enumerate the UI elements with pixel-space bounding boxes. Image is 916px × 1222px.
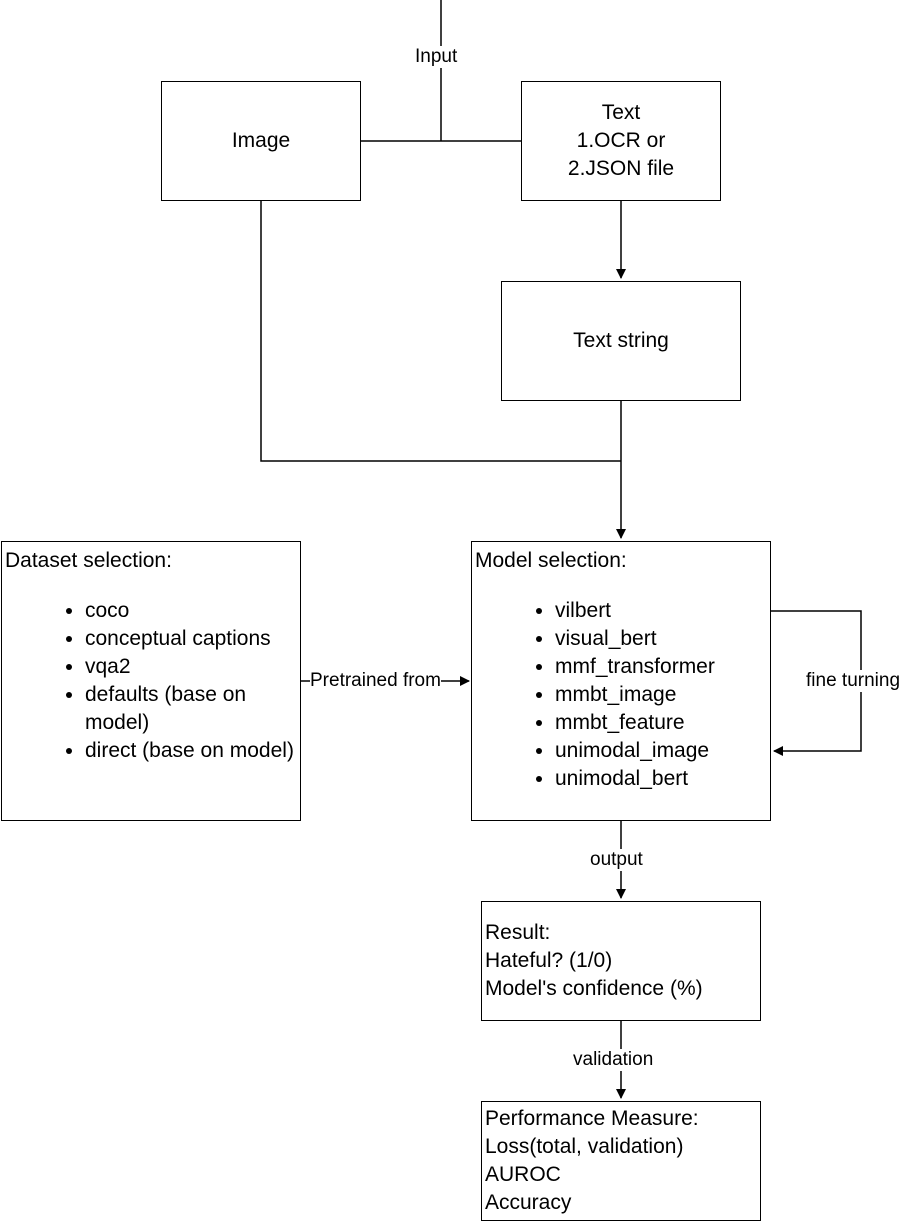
- performance-line: Performance Measure:: [485, 1107, 699, 1130]
- edge-image-to-model: [260, 201, 621, 462]
- dataset-item: conceptual captions: [85, 625, 300, 653]
- dataset-selection-node: Dataset selection: coco conceptual capti…: [1, 541, 301, 821]
- model-item: unimodal_image: [555, 737, 770, 765]
- pretrained-from-label: Pretrained from: [310, 670, 441, 692]
- model-item: mmf_transformer: [555, 653, 770, 681]
- result-node: Result: Hateful? (1/0) Model's confidenc…: [481, 901, 761, 1021]
- image-node-label: Image: [231, 129, 291, 152]
- performance-line: Accuracy: [485, 1191, 572, 1214]
- fine-tuning-label: fine turning: [806, 670, 901, 692]
- model-item: visual_bert: [555, 625, 770, 653]
- model-list: vilbert visual_bert mmf_transformer mmbt…: [475, 597, 770, 793]
- dataset-item: coco: [85, 597, 300, 625]
- validation-label: validation: [573, 1049, 654, 1071]
- model-selection-title: Model selection:: [475, 549, 627, 572]
- text-node-line: Text: [601, 101, 641, 124]
- text-node-line: 2.JSON file: [567, 157, 675, 180]
- model-item: mmbt_feature: [555, 709, 770, 737]
- dataset-item: direct (base on model): [85, 737, 300, 765]
- performance-measure-node: Performance Measure: Loss(total, validat…: [481, 1101, 761, 1221]
- dataset-item: defaults (base on model): [85, 681, 300, 737]
- performance-line: Loss(total, validation): [485, 1135, 684, 1158]
- model-selection-node: Model selection: vilbert visual_bert mmf…: [471, 541, 771, 821]
- result-line: Model's confidence (%): [485, 977, 703, 1000]
- dataset-item: vqa2: [85, 653, 300, 681]
- text-node: Text 1.OCR or 2.JSON file: [521, 81, 721, 201]
- text-node-line: 1.OCR or: [576, 129, 666, 152]
- output-label: output: [590, 849, 643, 871]
- model-item: vilbert: [555, 597, 770, 625]
- performance-line: AUROC: [485, 1163, 561, 1186]
- dataset-list: coco conceptual captions vqa2 defaults (…: [5, 597, 300, 765]
- input-label: Input: [415, 46, 458, 68]
- model-item: unimodal_bert: [555, 765, 770, 793]
- image-node: Image: [161, 81, 361, 201]
- model-item: mmbt_image: [555, 681, 770, 709]
- result-line: Hateful? (1/0): [485, 949, 613, 972]
- result-line: Result:: [485, 921, 551, 944]
- text-string-node: Text string: [501, 281, 741, 401]
- text-string-label: Text string: [573, 329, 669, 352]
- dataset-selection-title: Dataset selection:: [5, 549, 172, 572]
